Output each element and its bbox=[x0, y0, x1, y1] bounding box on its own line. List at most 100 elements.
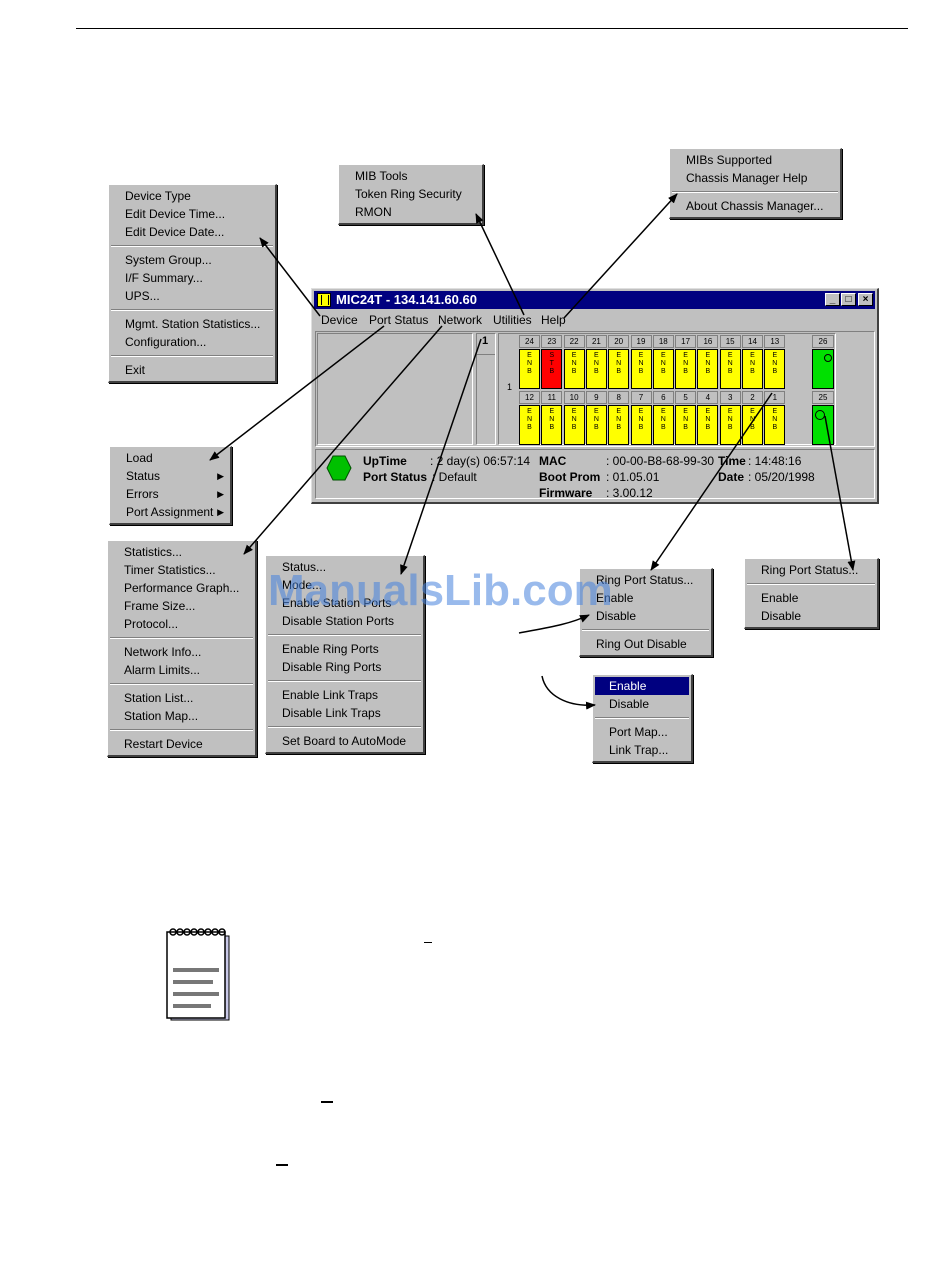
port-21[interactable]: E N B bbox=[585, 349, 607, 389]
port-14[interactable]: E N B bbox=[742, 349, 763, 389]
port-24[interactable]: E N B bbox=[519, 349, 540, 389]
port-20[interactable]: E N B bbox=[608, 349, 630, 389]
title-bar[interactable]: MIC24T - 134.141.60.60 _ □ × bbox=[314, 291, 875, 309]
port-5[interactable]: E N B bbox=[675, 405, 697, 445]
menu-utilities[interactable]: Utilities bbox=[493, 313, 532, 327]
date-label: Date bbox=[718, 470, 745, 484]
menu-item-performance-graph[interactable]: Performance Graph... bbox=[108, 579, 255, 597]
port-18[interactable]: E N B bbox=[652, 349, 674, 389]
port-9[interactable]: E N B bbox=[585, 405, 607, 445]
uptime-label: UpTime bbox=[363, 454, 407, 468]
port-11[interactable]: E N B bbox=[541, 405, 563, 445]
menu-item-enable-link-traps[interactable]: Enable Link Traps bbox=[266, 686, 423, 704]
menu-item-ring-out-disable[interactable]: Ring Out Disable bbox=[580, 635, 711, 653]
port-19[interactable]: E N B bbox=[630, 349, 652, 389]
port-label-2: 2 bbox=[742, 391, 763, 404]
menu-item-port-assignment[interactable]: Port Assignment▶ bbox=[110, 503, 230, 521]
port-13[interactable]: E N B bbox=[764, 349, 786, 389]
menu-item-alarm-limits[interactable]: Alarm Limits... bbox=[108, 661, 255, 679]
port-12[interactable]: E N B bbox=[519, 405, 540, 445]
menu-item-exit[interactable]: Exit bbox=[109, 361, 275, 379]
menu-network[interactable]: Network bbox=[438, 313, 483, 327]
port-10[interactable]: E N B bbox=[563, 405, 585, 445]
menu-item-device-type[interactable]: Device Type bbox=[109, 187, 275, 205]
menu-item-enable[interactable]: Enable bbox=[745, 589, 877, 607]
minimize-button[interactable]: _ bbox=[825, 293, 840, 306]
menu-item-timer-statistics[interactable]: Timer Statistics... bbox=[108, 561, 255, 579]
menu-item-disable-ring-ports[interactable]: Disable Ring Ports bbox=[266, 658, 423, 676]
port-15[interactable]: E N B bbox=[719, 349, 741, 389]
port-6[interactable]: E N B bbox=[652, 405, 674, 445]
menu-item-about-chassis-manager[interactable]: About Chassis Manager... bbox=[670, 197, 840, 215]
menu-item-load[interactable]: Load bbox=[110, 449, 230, 467]
port-3[interactable]: E N B bbox=[719, 405, 741, 445]
menu-item-enable-station-ports[interactable]: Enable Station Ports bbox=[266, 594, 423, 612]
menu-item-network-info[interactable]: Network Info... bbox=[108, 643, 255, 661]
menu-item-system-group[interactable]: System Group... bbox=[109, 251, 275, 269]
port-22[interactable]: E N B bbox=[563, 349, 585, 389]
menu-item-disable[interactable]: Disable bbox=[745, 607, 877, 625]
menu-item-enable[interactable]: Enable bbox=[595, 677, 689, 695]
menu-item-i-f-summary[interactable]: I/F Summary... bbox=[109, 269, 275, 287]
menu-item-enable-ring-ports[interactable]: Enable Ring Ports bbox=[266, 640, 423, 658]
menu-port-status[interactable]: Port Status bbox=[369, 313, 429, 327]
menu-item-label: Link Trap... bbox=[609, 743, 669, 757]
watermark: ManualsLib.com bbox=[268, 566, 613, 615]
menu-item-chassis-manager-help[interactable]: Chassis Manager Help bbox=[670, 169, 840, 187]
menu-item-ring-port-status[interactable]: Ring Port Status... bbox=[580, 571, 711, 589]
port-4[interactable]: E N B bbox=[697, 405, 719, 445]
port-7[interactable]: E N B bbox=[630, 405, 652, 445]
note-icon bbox=[166, 928, 230, 1021]
slot-number-box[interactable]: 1 bbox=[476, 333, 496, 445]
maximize-button[interactable]: □ bbox=[841, 293, 856, 306]
port-1[interactable]: E N B bbox=[764, 405, 786, 445]
port-label-25: 25 bbox=[812, 391, 834, 404]
menu-device[interactable]: Device bbox=[321, 313, 358, 327]
port-17[interactable]: E N B bbox=[675, 349, 697, 389]
menu-item-status[interactable]: Status... bbox=[266, 558, 423, 576]
port-16[interactable]: E N B bbox=[697, 349, 719, 389]
mac-label: MAC bbox=[539, 454, 567, 468]
menu-item-port-map[interactable]: Port Map... bbox=[593, 723, 691, 741]
menu-item-mode[interactable]: Mode... bbox=[266, 576, 423, 594]
menu-item-station-map[interactable]: Station Map... bbox=[108, 707, 255, 725]
text-mark bbox=[276, 1164, 288, 1166]
menu-item-ring-port-status[interactable]: Ring Port Status... bbox=[745, 561, 877, 579]
port-23[interactable]: S T B bbox=[541, 349, 563, 389]
menu-item-protocol[interactable]: Protocol... bbox=[108, 615, 255, 633]
menu-item-ups[interactable]: UPS... bbox=[109, 287, 275, 305]
menu-item-edit-device-date[interactable]: Edit Device Date... bbox=[109, 223, 275, 241]
menu-item-disable-link-traps[interactable]: Disable Link Traps bbox=[266, 704, 423, 722]
menu-item-restart-device[interactable]: Restart Device bbox=[108, 735, 255, 753]
menu-item-mibs-supported[interactable]: MIBs Supported bbox=[670, 151, 840, 169]
menu-item-mib-tools[interactable]: MIB Tools bbox=[339, 167, 482, 185]
menu-bar: Device Port Status Network Utilities Hel… bbox=[314, 311, 875, 329]
menu-item-disable[interactable]: Disable bbox=[580, 607, 711, 625]
menu-item-frame-size[interactable]: Frame Size... bbox=[108, 597, 255, 615]
menu-item-configuration[interactable]: Configuration... bbox=[109, 333, 275, 351]
menu-item-disable-station-ports[interactable]: Disable Station Ports bbox=[266, 612, 423, 630]
menu-item-station-list[interactable]: Station List... bbox=[108, 689, 255, 707]
port-label-23: 23 bbox=[541, 335, 563, 348]
chassis-manager-window: MIC24T - 134.141.60.60 _ □ × Device Port… bbox=[311, 288, 879, 504]
menu-item-statistics[interactable]: Statistics... bbox=[108, 543, 255, 561]
port-label-3: 3 bbox=[719, 391, 741, 404]
menu-item-mgmt-station-statistics[interactable]: Mgmt. Station Statistics... bbox=[109, 315, 275, 333]
port-label-13: 13 bbox=[764, 335, 786, 348]
menu-item-enable[interactable]: Enable bbox=[580, 589, 711, 607]
port-8[interactable]: E N B bbox=[608, 405, 630, 445]
menu-item-rmon[interactable]: RMON bbox=[339, 203, 482, 221]
menu-item-disable[interactable]: Disable bbox=[593, 695, 691, 713]
ring-port-26[interactable] bbox=[812, 349, 834, 389]
menu-item-status[interactable]: Status▶ bbox=[110, 467, 230, 485]
menu-item-edit-device-time[interactable]: Edit Device Time... bbox=[109, 205, 275, 223]
menu-item-set-board-to-automode[interactable]: Set Board to AutoMode bbox=[266, 732, 423, 750]
menu-item-token-ring-security[interactable]: Token Ring Security bbox=[339, 185, 482, 203]
menu-item-errors[interactable]: Errors▶ bbox=[110, 485, 230, 503]
close-button[interactable]: × bbox=[858, 293, 873, 306]
menu-help[interactable]: Help bbox=[541, 313, 566, 327]
menu-item-link-trap[interactable]: Link Trap... bbox=[593, 741, 691, 759]
